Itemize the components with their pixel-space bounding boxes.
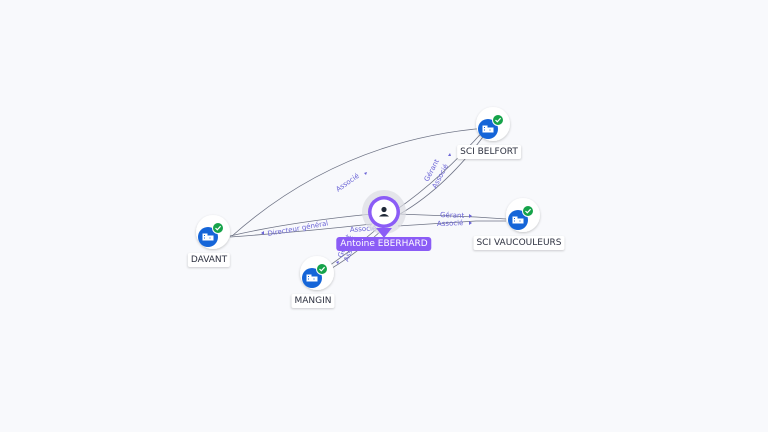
arrow-center-davant	[261, 231, 264, 235]
node-label-davant[interactable]: DAVANT	[187, 253, 231, 267]
node-label-sci-vaucouleurs[interactable]: SCI VAUCOULEURS	[473, 236, 565, 250]
arrow-center-mangin	[336, 261, 339, 264]
check-icon	[495, 117, 502, 123]
arrow-davant-belfort	[364, 172, 367, 175]
node-label-mangin[interactable]: MANGIN	[291, 294, 335, 308]
arrow-center-vauc-2	[469, 221, 472, 225]
edge-center-davant-1	[229, 213, 373, 237]
edge-center-belfort	[395, 127, 487, 211]
check-badge	[316, 263, 328, 275]
edge-davant-belfort	[231, 127, 487, 237]
arrow-center-belfort	[448, 153, 451, 156]
edge-center-vauc-2	[397, 220, 506, 227]
edge-label-center-vauc-2: Associé	[437, 219, 464, 228]
edge-label-center-davant-1: Directeur général	[267, 219, 329, 238]
check-icon	[215, 225, 222, 231]
arrow-center-vauc-1	[469, 214, 472, 218]
check-badge	[212, 222, 224, 234]
node-label-sci-belfort[interactable]: SCI BELFORT	[457, 145, 521, 159]
company-node-sci-belfort[interactable]	[476, 107, 510, 141]
company-node-sci-vaucouleurs[interactable]	[506, 198, 540, 232]
building-icon	[512, 216, 524, 224]
edge-center-belfort-2	[399, 129, 489, 215]
center-node-label[interactable]: Antoine EBERHARD	[336, 237, 432, 251]
company-node-davant[interactable]	[196, 215, 230, 249]
edge-arrows	[261, 153, 472, 264]
edge-center-vauc-1	[397, 213, 507, 220]
building-icon	[306, 274, 318, 282]
person-icon	[379, 206, 389, 217]
edges	[229, 127, 507, 275]
company-node-mangin[interactable]	[300, 256, 334, 290]
edge-label-center-vauc-1: Gérant	[440, 211, 465, 220]
check-badge	[522, 205, 534, 217]
check-icon	[525, 208, 532, 214]
building-icon	[202, 233, 214, 241]
edge-label-center-davant-2: Associé	[350, 224, 377, 234]
building-icon	[482, 125, 494, 133]
center-node-pin	[376, 228, 392, 238]
edge-center-davant-2	[229, 223, 373, 238]
edge-label-davant-belfort: Associé	[335, 172, 361, 194]
check-icon	[319, 266, 326, 272]
center-node[interactable]	[362, 190, 406, 238]
check-badge	[492, 114, 504, 126]
